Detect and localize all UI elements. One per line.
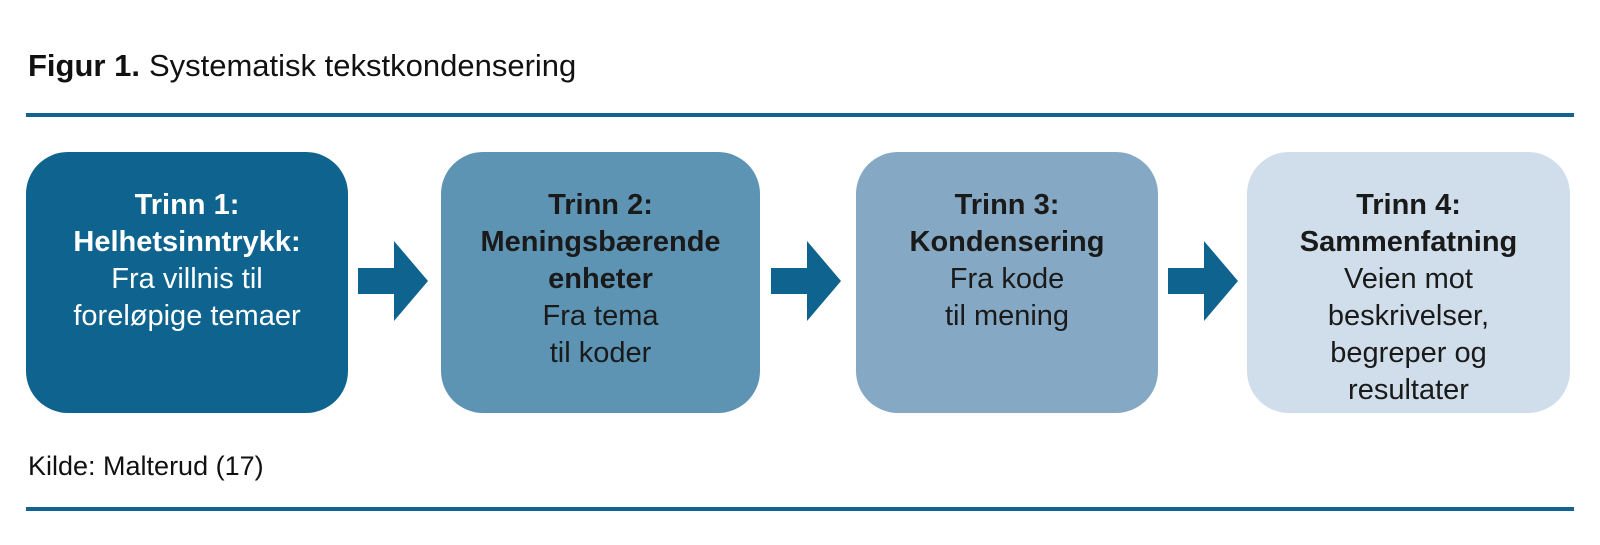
step-2-title: Trinn 2: Meningsbærende enheter: [451, 187, 750, 298]
text-line: Veien mot: [1344, 263, 1473, 295]
text-line: foreløpige temaer: [73, 300, 301, 332]
step-2-body: Fra tema til koder: [451, 298, 750, 372]
text-line: Trinn 4:: [1356, 189, 1461, 221]
right-arrow-icon: [1168, 241, 1238, 321]
text-line: til koder: [549, 337, 652, 369]
step-3-body: Fra kode til mening: [866, 261, 1148, 335]
text-line: Trinn 2:: [548, 189, 653, 221]
text-line: Fra kode: [949, 263, 1065, 295]
text-line: begreper og: [1330, 337, 1487, 369]
top-divider: [26, 113, 1574, 117]
step-1-body: Fra villnis til foreløpige temaer: [36, 261, 338, 335]
text-line: Meningsbærende: [480, 226, 721, 258]
right-arrow-shape: [771, 241, 841, 321]
step-4-body: Veien mot beskrivelser, begreper og resulta…: [1257, 261, 1560, 409]
figure-title-text: Systematisk tekstkondensering: [148, 48, 577, 83]
right-arrow-icon: [358, 241, 428, 321]
step-box-2: Trinn 2: Meningsbærende enheter Fra tema ti…: [441, 152, 760, 413]
bottom-divider: [26, 507, 1574, 511]
right-arrow-icon: [771, 241, 841, 321]
text-line: Kondensering: [909, 226, 1105, 258]
step-4-title: Trinn 4: Sammenfatning: [1257, 187, 1560, 261]
figure-label: Figur 1.: [28, 48, 140, 83]
text-line: Fra tema: [542, 300, 659, 332]
step-box-3: Trinn 3: Kondensering Fra kode til mening: [856, 152, 1158, 413]
text-line: Trinn 1:: [134, 189, 240, 221]
text-line: enheter: [548, 263, 653, 295]
text-line: Sammenfatning: [1299, 226, 1518, 258]
right-arrow-shape: [1168, 241, 1238, 321]
text-line: Trinn 3:: [954, 189, 1060, 221]
text-line: beskrivelser,: [1327, 300, 1490, 332]
step-box-1: Trinn 1: Helhetsinntrykk: Fra villnis til…: [26, 152, 348, 413]
text-line: Helhetsinntrykk:: [73, 226, 301, 258]
step-box-4: Trinn 4: Sammenfatning Veien mot beskrivel…: [1247, 152, 1570, 413]
figure-title: Figur 1.Systematisk tekstkondensering: [28, 48, 576, 84]
right-arrow-shape: [358, 241, 428, 321]
step-3-title: Trinn 3: Kondensering: [866, 187, 1148, 261]
step-1-title: Trinn 1: Helhetsinntrykk:: [36, 187, 338, 261]
text-line: til mening: [944, 300, 1070, 332]
text-line: resultater: [1348, 374, 1469, 406]
figure-source: Kilde: Malterud (17): [28, 451, 264, 481]
text-line: Fra villnis til: [111, 263, 263, 295]
